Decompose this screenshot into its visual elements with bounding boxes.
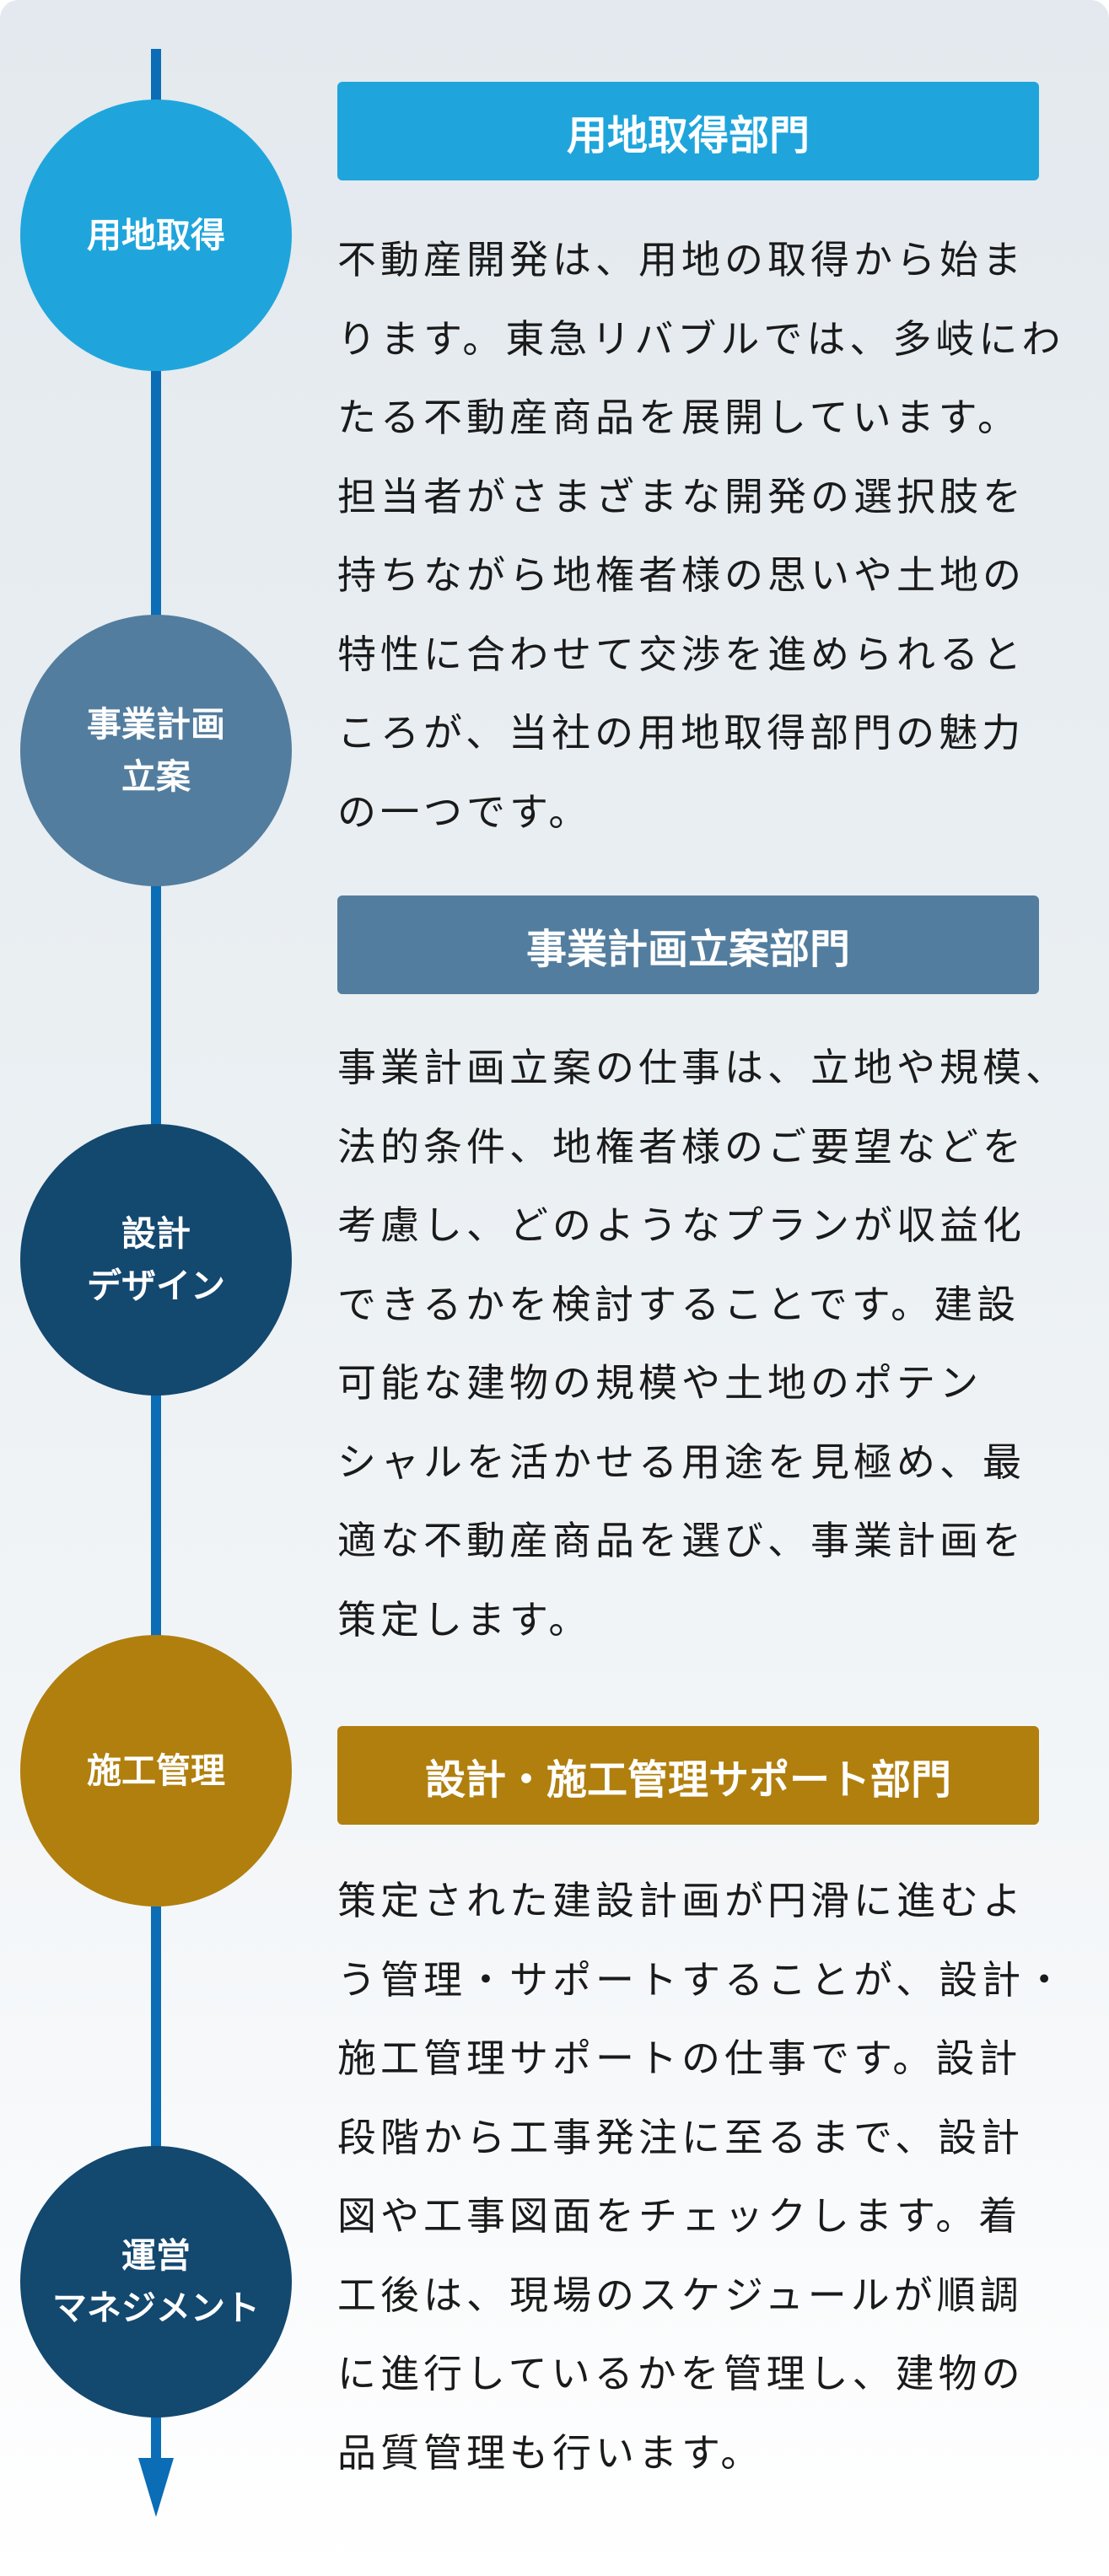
text-line: ころが、当社の用地取得部門の魅力 [337,710,1026,756]
section-body-construction: 策定された建設計画が円滑に進むよ う管理・サポートすることが、設計・ 施工管理サ… [337,1862,1069,2493]
arrow-down-icon [138,2458,174,2517]
text-line: 適な不動産商品を選び、事業計画を [337,1518,1026,1563]
text-line: う管理・サポートすることが、設計・ [337,1956,1069,2003]
text-line: 持ちながら地権者様の思いや土地の [337,552,1026,598]
section-body-land: 不動産開発は、用地の取得から始ま ります。東急リバブルでは、多岐にわ たる不動産… [337,221,1065,852]
step-label: 事業計画 [87,704,225,745]
text-line: 担当者がさまざまな開発の選択肢を [337,473,1026,519]
step-label: マネジメント [52,2288,260,2328]
text-line: 工後は、現場のスケジュールが順調 [337,2272,1023,2318]
step-design: 設計デザイン [20,1124,292,1396]
text-line: たる不動産商品を展開しています。 [337,395,1021,440]
text-line: シャルを活かせる用途を見極め、最 [337,1439,1026,1485]
text-line: 策定された建設計画が円滑に進むよ [337,1878,1026,1923]
step-label: 用地取得 [87,215,225,255]
text-line: 考慮し、どのようなプランが収益化 [337,1202,1026,1248]
text-line: できるかを検討することです。建設 [337,1281,1020,1327]
section-body-planning: 事業計画立案の仕事は、立地や規模、 法的条件、地権者様のご要望などを 考慮し、ど… [337,1029,1069,1659]
text-line: ります。東急リバブルでは、多岐にわ [337,315,1065,362]
step-label: 設計 [121,1213,191,1254]
text-line: に進行しているかを管理し、建物の [337,2351,1025,2396]
step-label: 立案 [121,756,191,797]
step-operation-management: 運営マネジメント [20,2146,292,2417]
text-line: 策定します。 [337,1596,592,1643]
text-line: 可能な建物の規模や土地のポテン [337,1360,982,1406]
section-title-construction: 設計・施工管理サポート部門 [337,1726,1039,1825]
text-line: 法的条件、地権者様のご要望などを [337,1123,1026,1170]
text-line: 品質管理も行います。 [337,2429,764,2476]
text-line: 図や工事図面をチェックします。着 [337,2193,1022,2239]
text-line: 事業計画立案の仕事は、立地や規模、 [337,1045,1069,1090]
text-line: 段階から工事発注に至るまで、設計 [337,2114,1025,2160]
text-line: の一つです。 [337,788,592,835]
step-business-planning: 事業計画立案 [20,615,292,886]
step-label: デザイン [87,1266,225,1306]
text-line: 施工管理サポートの仕事です。設計 [337,2036,1022,2081]
step-label: 施工管理 [87,1750,225,1791]
section-title-planning: 事業計画立案部門 [337,895,1039,994]
step-label: 運営 [121,2235,191,2276]
step-land-acquisition: 用地取得 [20,99,292,371]
section-title-land: 用地取得部門 [337,82,1039,180]
text-line: 不動産開発は、用地の取得から始ま [337,237,1026,282]
text-line: 特性に合わせて交渉を進められると [337,631,1026,677]
step-construction-management: 施工管理 [20,1635,292,1906]
